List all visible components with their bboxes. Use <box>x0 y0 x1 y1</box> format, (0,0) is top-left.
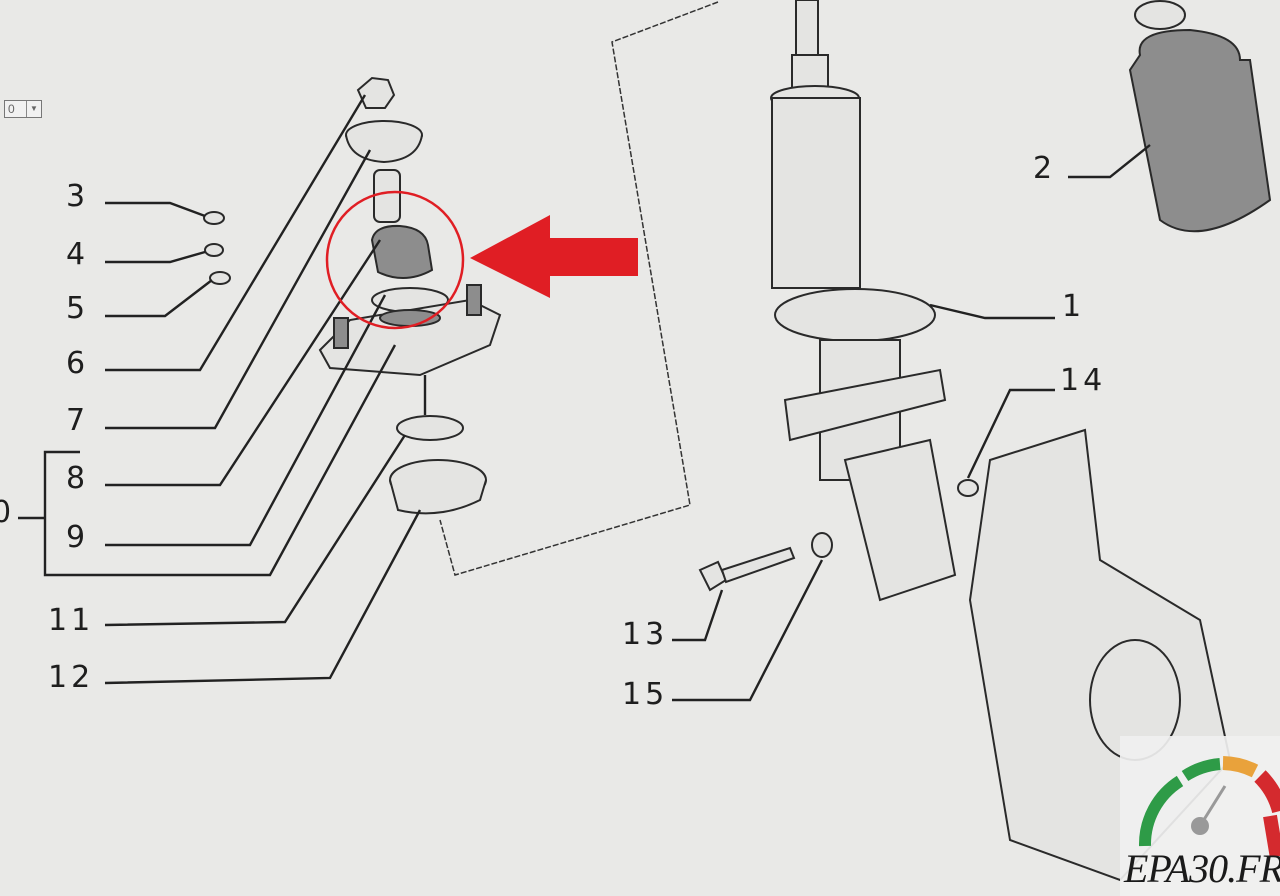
strut-mount-parts <box>203 76 502 515</box>
red-arrow-icon <box>470 215 638 298</box>
highlight-circle <box>325 190 465 330</box>
callout-13: 13 <box>622 617 668 652</box>
callout-3: 3 <box>66 179 89 214</box>
callout-4: 4 <box>66 237 89 272</box>
dust-boot <box>1128 0 1272 233</box>
callout-group: 0 <box>0 495 15 530</box>
zoom-dropdown[interactable]: 0 ▼ <box>4 100 42 118</box>
logo-text: EPA30.FR <box>1124 846 1280 891</box>
leader-lines <box>18 94 1151 702</box>
bolt-and-washer <box>698 532 833 592</box>
callout-5: 5 <box>66 291 89 326</box>
callout-8: 8 <box>66 461 89 496</box>
callout-7: 7 <box>66 403 89 438</box>
assembly-frame <box>439 1 719 576</box>
callout-15: 15 <box>622 677 668 712</box>
chevron-down-icon: ▼ <box>26 101 41 117</box>
callout-14: 14 <box>1060 363 1106 398</box>
callout-6: 6 <box>66 346 89 381</box>
watermark-logo: EPA30.FR <box>1120 736 1280 896</box>
callout-11: 11 <box>48 603 94 638</box>
callout-9: 9 <box>66 520 89 555</box>
callout-2: 2 <box>1033 151 1056 186</box>
callout-1: 1 <box>1062 289 1085 324</box>
speedometer-icon <box>1138 756 1280 856</box>
callout-12: 12 <box>48 660 94 695</box>
dropdown-value: 0 <box>8 102 15 116</box>
shock-absorber <box>770 0 957 602</box>
